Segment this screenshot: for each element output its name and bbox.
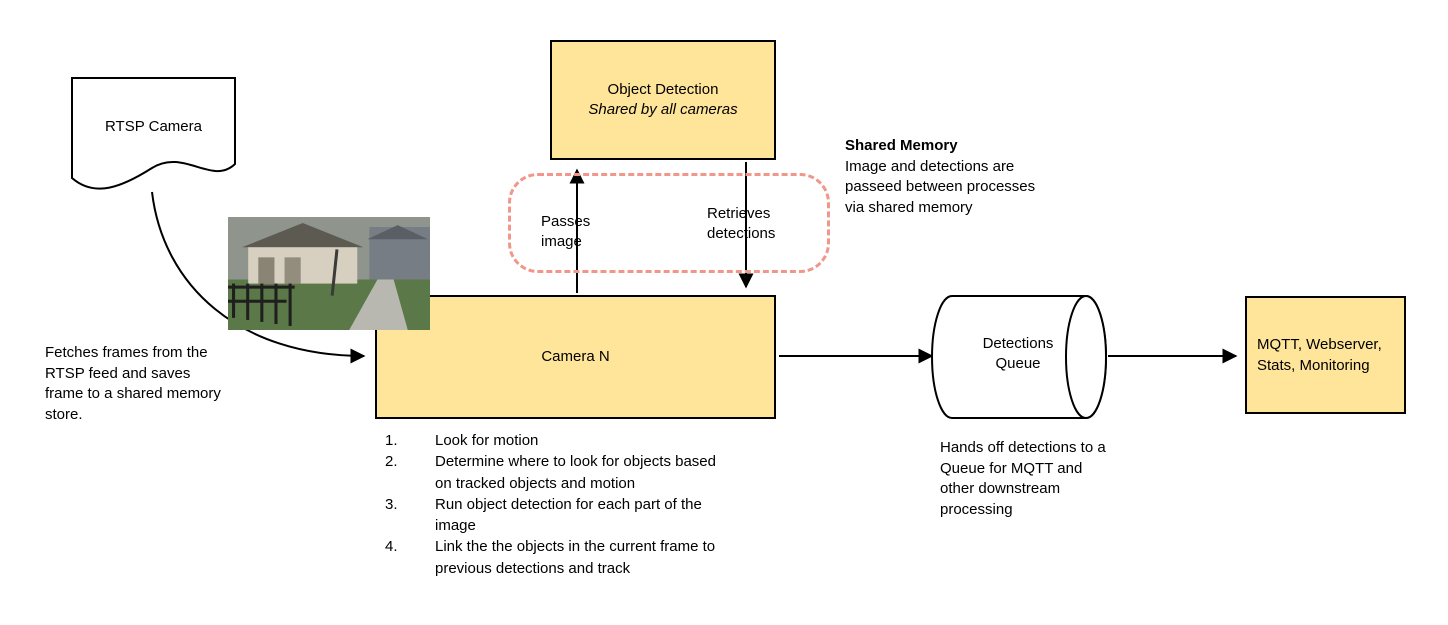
shared-memory-region	[508, 173, 830, 273]
shared-memory-note: Shared Memory Image and detections are p…	[845, 136, 1053, 219]
shared-memory-note-body: Image and detections are passeed between…	[845, 157, 1036, 217]
step-number: 1.	[385, 432, 398, 449]
step-text: Look for motion	[435, 432, 539, 449]
object-detection-subtitle: Shared by all cameras	[588, 101, 738, 118]
mqtt-sink-box: MQTT, Webserver, Stats, Monitoring	[1245, 296, 1406, 414]
list-item: 2. Determine where to look for objects b…	[385, 451, 745, 494]
camera-n-box: Camera N	[375, 295, 776, 419]
list-item: 1. Look for motion	[385, 430, 745, 451]
list-item: 3. Run object detection for each part of…	[385, 494, 745, 537]
step-number: 2.	[385, 453, 398, 471]
step-text: Link the the objects in the current fram…	[435, 538, 716, 577]
queue-note-text: Hands off detections to a Queue for MQTT…	[940, 439, 1106, 519]
step-number: 3.	[385, 495, 398, 513]
camera-snapshot-image	[228, 217, 430, 330]
shared-memory-note-title: Shared Memory	[845, 137, 958, 154]
camera-n-steps-list: 1. Look for motion 2. Determine where to…	[385, 430, 745, 579]
camera-n-label: Camera N	[541, 347, 610, 365]
retrieves-detections-label: Retrieves detections	[707, 205, 776, 243]
list-item: 4. Link the the objects in the current f…	[385, 536, 745, 579]
object-detection-box: Object Detection Shared by all cameras	[550, 40, 776, 160]
passes-image-label: Passes image	[541, 213, 591, 251]
mqtt-sink-label: MQTT, Webserver, Stats, Monitoring	[1257, 336, 1382, 374]
step-number: 4.	[385, 538, 398, 556]
step-text: Determine where to look for objects base…	[435, 453, 716, 492]
rtsp-camera-label: RTSP Camera	[105, 117, 202, 135]
detections-queue-label: Detections Queue	[982, 335, 1054, 373]
fetch-note-text: Fetches frames from the RTSP feed and sa…	[45, 344, 221, 424]
step-text: Run object detection for each part of th…	[435, 495, 702, 535]
object-detection-title: Object Detection	[607, 80, 719, 98]
